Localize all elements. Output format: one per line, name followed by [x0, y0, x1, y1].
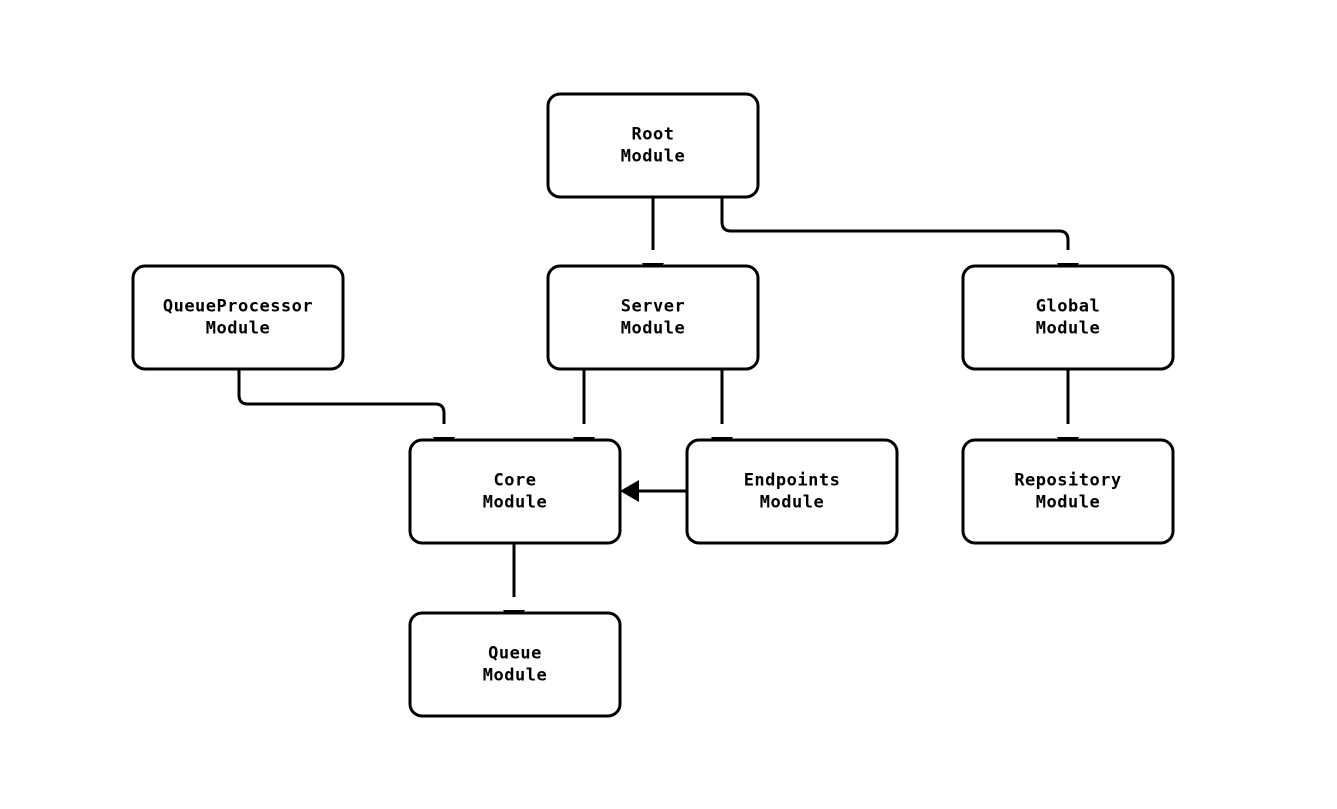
node-label-secondary: Module [1036, 319, 1100, 339]
node-label-secondary: Module [1036, 493, 1100, 513]
node-label-primary: Repository [1014, 471, 1121, 491]
node-box[interactable] [408, 611, 622, 718]
node-label-primary: Endpoints [744, 471, 841, 491]
node-box[interactable] [961, 438, 1175, 545]
node-label-secondary: Module [483, 493, 547, 513]
node-label-secondary: Module [483, 666, 547, 686]
node-label-primary: Server [621, 297, 685, 317]
node-box[interactable] [961, 264, 1175, 371]
arrowhead-icon [620, 480, 639, 502]
node-box[interactable] [546, 264, 760, 371]
edge-line [720, 197, 1070, 250]
node-label-secondary: Module [206, 319, 270, 339]
node-box[interactable] [131, 264, 345, 371]
node-box[interactable] [546, 92, 760, 199]
node-label-primary: Global [1036, 297, 1100, 317]
node-label-primary: Root [632, 125, 675, 145]
node-box[interactable] [685, 438, 899, 545]
edge-line [237, 369, 446, 424]
edge-endpoints-to-core [620, 480, 687, 502]
node-label-primary: Core [494, 471, 537, 491]
node-label-secondary: Module [621, 147, 685, 167]
node-box[interactable] [408, 438, 622, 545]
edges-layer [237, 197, 1079, 626]
node-label-primary: QueueProcessor [163, 297, 313, 317]
nodes-layer: RootModuleQueueProcessorModuleServerModu… [131, 92, 1175, 718]
node-label-secondary: Module [621, 319, 685, 339]
node-label-primary: Queue [488, 644, 542, 664]
node-label-secondary: Module [760, 493, 824, 513]
